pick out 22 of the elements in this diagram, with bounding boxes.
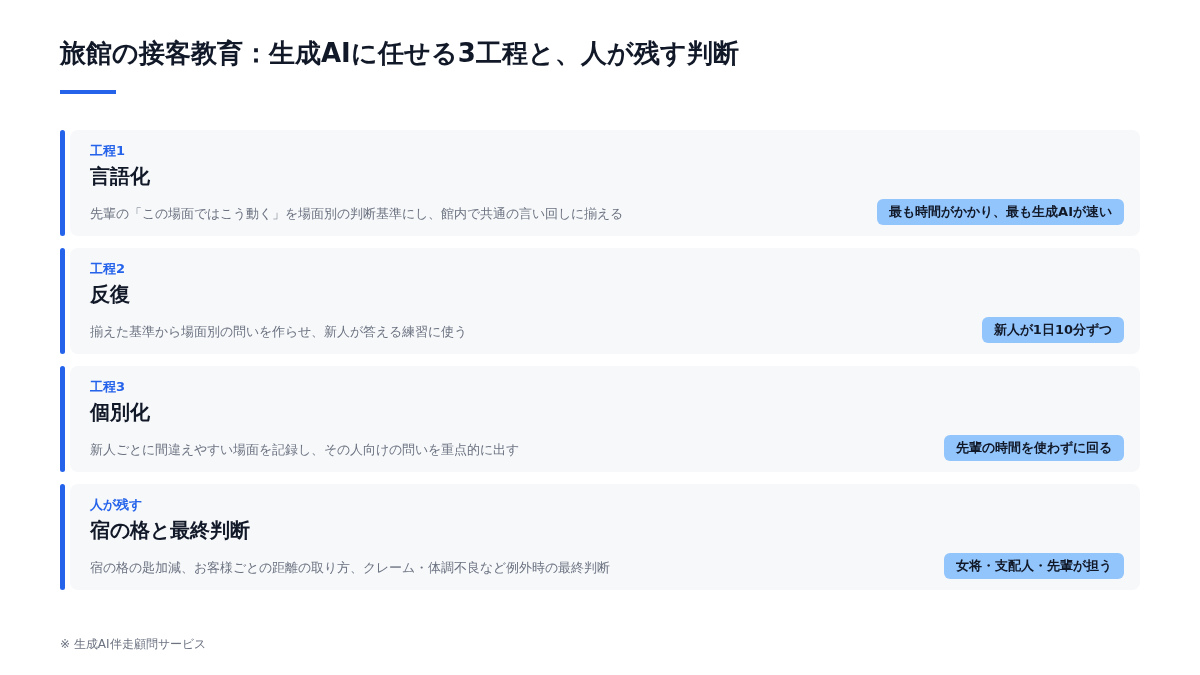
step-description: 揃えた基準から場面別の問いを作らせ、新人が答える練習に使う [90, 323, 467, 341]
step-card [70, 366, 1140, 472]
step-heading: 反復 [90, 281, 130, 308]
step-heading: 言語化 [90, 163, 150, 190]
step-label: 工程3 [90, 378, 126, 396]
note-badge: 最も時間がかかり、最も生成AIが速い [877, 199, 1124, 225]
step-card [70, 248, 1140, 354]
note-badge: 先輩の時間を使わずに回る [944, 435, 1124, 461]
step-label: 工程2 [90, 260, 126, 278]
step-card [70, 484, 1140, 590]
step-card [70, 130, 1140, 236]
note-badge: 新人が1日10分ずつ [981, 317, 1124, 343]
page-title: 旅館の接客教育：生成AIに任せる3工程と、人が残す判断 [60, 37, 739, 70]
step-description: 宿の格の匙加減、お客様ごとの距離の取り方、クレーム・体調不良など例外時の最終判断 [90, 559, 610, 577]
step-heading: 個別化 [90, 399, 150, 426]
footnote: ※ 生成AI伴走顧問サービス [60, 636, 206, 653]
step-heading: 宿の格と最終判断 [90, 517, 250, 544]
step-description: 先輩の「この場面ではこう動く」を場面別の判断基準にし、館内で共通の言い回しに揃える [90, 205, 623, 223]
step-label: 工程1 [90, 142, 126, 160]
step-label: 人が残す [90, 496, 142, 514]
note-badge: 女将・支配人・先輩が担う [944, 553, 1124, 579]
step-description: 新人ごとに間違えやすい場面を記録し、その人向けの問いを重点的に出す [90, 441, 519, 459]
